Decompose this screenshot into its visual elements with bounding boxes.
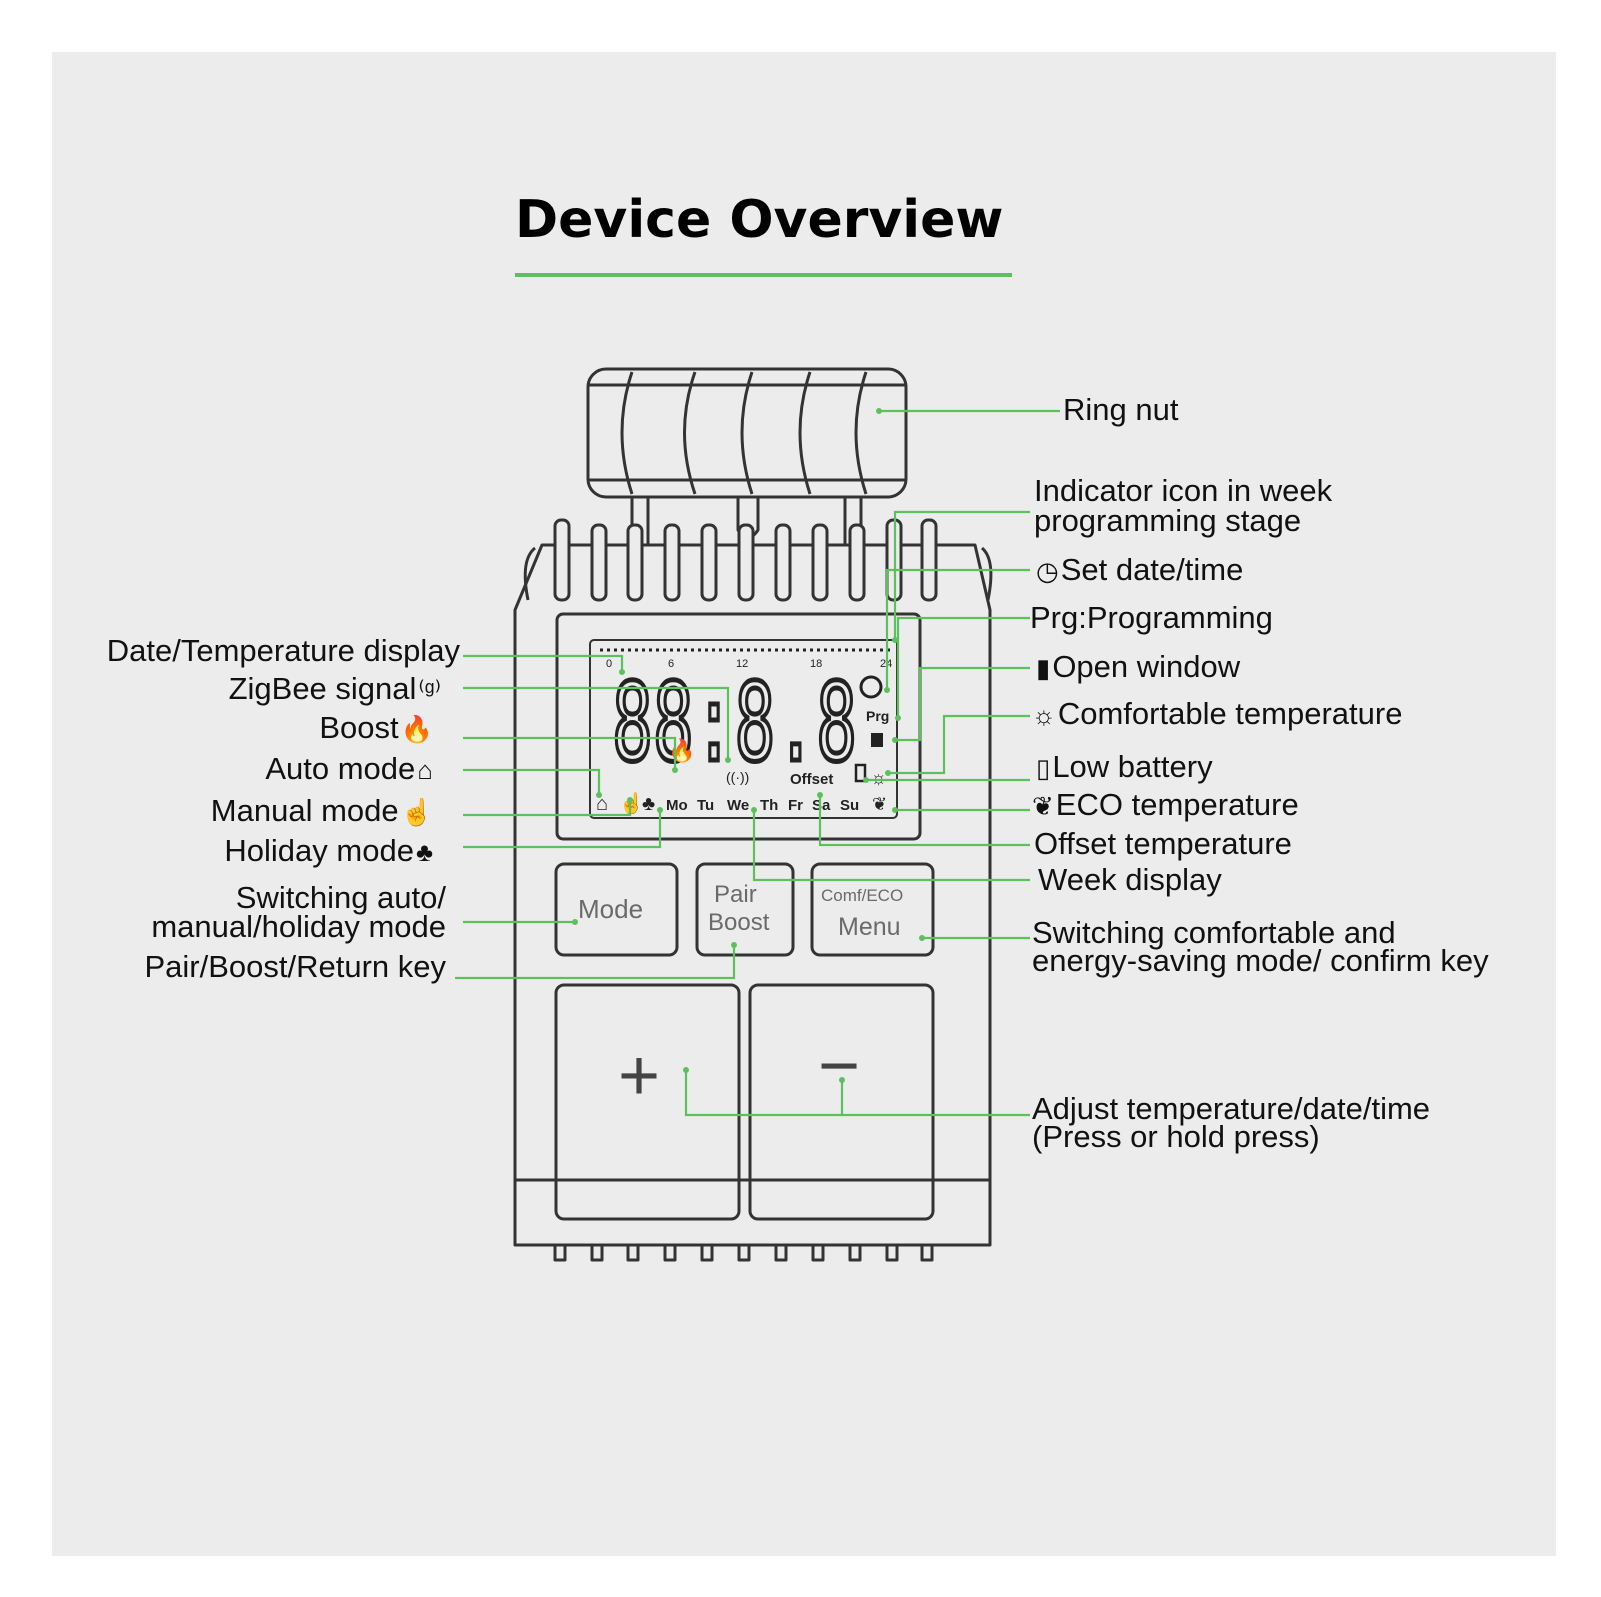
label-holiday-mode: Holiday mode♣ — [224, 833, 433, 868]
label-switching-mode-line2: manual/holiday mode — [151, 909, 446, 944]
mode-button-shape — [554, 862, 679, 957]
menu-button-shape — [810, 862, 935, 957]
label-switching-mode-line1: Switching auto/ — [235, 880, 446, 915]
page-title: Device Overview — [515, 190, 1004, 250]
label-switching-comfortable-line2: energy-saving mode/ confirm key — [1032, 943, 1489, 978]
antenna-icon: ⁽ᵍ⁾ — [418, 675, 441, 705]
label-zigbee-signal: ZigBee signal⁽ᵍ⁾ — [228, 671, 441, 706]
scale-tick-12: 12 — [736, 658, 748, 670]
lcd-leaf-icon: ❦ — [872, 794, 887, 814]
clock-icon: ◷ — [1036, 556, 1059, 586]
lcd-house-icon: ⌂ — [596, 793, 608, 815]
pair-boost-button-shape — [695, 862, 795, 957]
weekday-tu: Tu — [697, 797, 714, 814]
label-comfortable-temperature: ☼Comfortable temperature — [1032, 696, 1403, 731]
label-adjust-line1: Adjust temperature/date/time — [1032, 1091, 1431, 1126]
lcd-display: 0 6 12 18 24 88:8.8 Prg ☼ Offset 🔥 ((·))… — [596, 648, 892, 815]
label-eco-temperature: ❦ECO temperature — [1032, 787, 1299, 822]
bottom-teeth — [515, 1178, 990, 1262]
label-pair-boost-return-key: Pair/Boost/Return key — [144, 949, 446, 984]
leaf-icon: ❦ — [1032, 791, 1054, 821]
sun-icon: ☼ — [1032, 700, 1056, 730]
house-icon: ⌂ — [417, 755, 433, 785]
label-low-battery: ▯Low battery — [1036, 749, 1213, 784]
hand-icon: ☝ — [400, 797, 433, 827]
minus-button[interactable]: − — [818, 1026, 860, 1106]
title-underline — [515, 273, 1012, 277]
device-body — [513, 543, 993, 1247]
label-auto-mode: Auto mode⌂ — [265, 751, 433, 786]
label-week-programming-line1: Indicator icon in week — [1034, 473, 1333, 508]
lcd-offset-text: Offset — [790, 771, 833, 788]
weekday-su: Su — [840, 797, 859, 814]
lcd-prg-text: Prg — [866, 708, 889, 724]
top-fins — [553, 518, 938, 602]
palm-icon: ♣ — [415, 837, 433, 867]
weekday-sa: Sa — [812, 797, 831, 814]
weekday-mo: Mo — [666, 797, 688, 814]
battery-icon: ▯ — [1036, 753, 1051, 783]
plus-button-shape — [554, 983, 741, 1221]
label-set-date-time: ◷Set date/time — [1036, 552, 1244, 587]
leader-lines — [455, 409, 1060, 1117]
lcd-antenna-icon: ((·)) — [726, 769, 749, 785]
menu-button-label[interactable]: Menu — [838, 913, 901, 941]
ring-nut — [586, 367, 908, 499]
lcd-hand-icon: ☝ — [619, 791, 644, 815]
label-switching-comfortable-line1: Switching comfortable and — [1032, 915, 1396, 950]
scale-tick-0: 0 — [606, 658, 612, 670]
label-manual-mode: Manual mode☝ — [210, 793, 433, 828]
window-icon: ▮ — [1036, 653, 1051, 683]
lcd-digits: 88:8.8 — [612, 661, 857, 786]
weekday-fr: Fr — [788, 797, 803, 814]
flame-icon: 🔥 — [400, 714, 433, 744]
window-icon — [871, 733, 883, 747]
lcd-flame-icon: 🔥 — [668, 738, 695, 763]
label-adjust-line2: (Press or hold press) — [1032, 1119, 1320, 1154]
comf-eco-button-label[interactable]: Comf/ECO — [821, 886, 903, 905]
pair-button-label[interactable]: Pair — [714, 881, 757, 908]
label-prg-programming: Prg:Programming — [1030, 600, 1273, 635]
battery-icon — [854, 763, 867, 783]
minus-button-shape — [748, 983, 935, 1221]
leader-dots — [572, 408, 925, 1083]
weekday-th: Th — [760, 797, 778, 814]
label-date-temperature-display: Date/Temperature display — [106, 633, 460, 668]
lcd-palm-icon: ♣ — [642, 793, 655, 815]
plus-button[interactable]: + — [618, 1036, 660, 1116]
boost-button-label[interactable]: Boost — [708, 909, 770, 936]
clock-icon — [859, 675, 883, 699]
label-offset-temperature: Offset temperature — [1034, 826, 1292, 861]
scale-tick-6: 6 — [668, 658, 674, 670]
label-week-display: Week display — [1038, 862, 1222, 897]
mode-button[interactable]: Mode — [578, 894, 643, 924]
weekday-we: We — [727, 797, 749, 814]
label-boost: Boost🔥 — [319, 710, 433, 745]
scale-tick-18: 18 — [810, 658, 822, 670]
label-week-programming-line2: programming stage — [1034, 503, 1302, 538]
sun-icon: ☼ — [870, 768, 887, 789]
label-open-window: ▮Open window — [1036, 649, 1241, 684]
label-ring-nut: Ring nut — [1063, 392, 1179, 427]
